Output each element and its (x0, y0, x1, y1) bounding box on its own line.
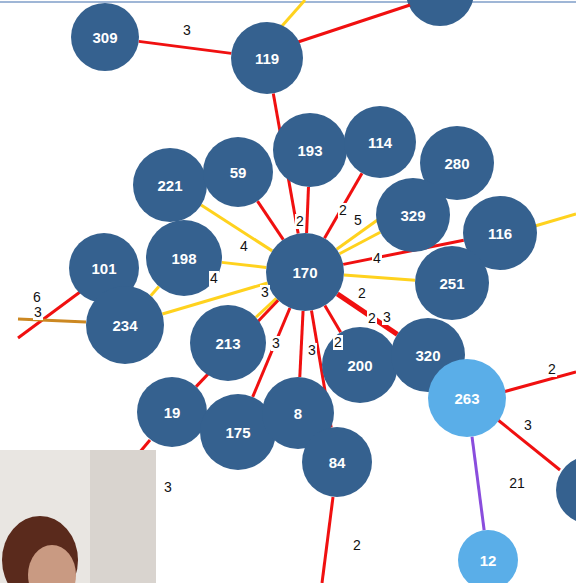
edge-weight: 3 (523, 418, 533, 433)
node-id: 19 (164, 404, 181, 421)
graph-edge (222, 262, 267, 267)
edge-weight: 2 (338, 203, 348, 218)
graph-edge (324, 173, 362, 238)
node-id: 119 (255, 50, 279, 67)
offscreen-edge (18, 319, 86, 322)
node-id: 198 (171, 250, 196, 267)
edge-weight: 2 (295, 214, 305, 229)
edge-weight: 3 (382, 310, 392, 325)
node-id: 320 (415, 347, 440, 364)
node-id: 221 (157, 177, 182, 194)
graph-edge (139, 41, 232, 53)
edge-weight: 3 (271, 336, 281, 351)
graph-node: 59 (203, 137, 273, 207)
graph-node: 234 (86, 286, 164, 364)
edge-weight: 21 (508, 476, 526, 491)
node-id: 280 (444, 155, 469, 172)
graph-node: 119 (231, 22, 303, 94)
node-id: 59 (230, 164, 247, 181)
node-id: 116 (488, 225, 512, 242)
node-id: 309 (92, 29, 117, 46)
node-id: 175 (225, 424, 250, 441)
graph-node: 263 (428, 359, 506, 437)
node-id: 263 (454, 390, 479, 407)
node-id: 114 (368, 134, 392, 151)
edge-weight: 6 (32, 290, 42, 305)
graph-node: 329 (376, 178, 450, 252)
graph-edge (257, 201, 283, 240)
node-id: 200 (347, 357, 372, 374)
edge-weight: 2 (352, 538, 362, 553)
edge-weight: 2 (367, 311, 377, 326)
graph-node: 309 (71, 3, 139, 71)
graph-edge (300, 311, 303, 377)
graph-edge (151, 287, 159, 296)
node-id: 8 (294, 405, 302, 422)
offscreen-edge (322, 497, 333, 583)
node-id: 193 (297, 142, 322, 159)
graph-node: 193 (273, 113, 347, 187)
graph-node: 19 (137, 377, 207, 447)
edge-weight: 2 (357, 286, 367, 301)
edge-weight: 2 (547, 362, 557, 377)
edge-weight: 4 (372, 251, 382, 266)
edge-weight: 2 (333, 335, 343, 350)
graph-node: 213 (190, 305, 266, 381)
graph-edge (344, 275, 415, 280)
graph-edge (472, 437, 484, 531)
edge-weight: 4 (239, 239, 249, 254)
graph-edge (307, 187, 309, 233)
offscreen-node (406, 0, 474, 26)
edge-weight: 3 (163, 480, 173, 495)
graph-node: 251 (415, 246, 489, 320)
edge-weight: 3 (33, 305, 43, 320)
graph-node: 221 (133, 148, 207, 222)
offscreen-node (556, 456, 576, 524)
offscreen-edge (18, 292, 80, 338)
edge-weight: 3 (182, 23, 192, 38)
offscreen-edge (282, 0, 305, 26)
node-id: 213 (215, 335, 240, 352)
graph-edge (325, 306, 341, 333)
offscreen-edge (298, 5, 410, 42)
edge-weight: 5 (353, 213, 363, 228)
speaker-photo (0, 450, 156, 583)
node-id: 251 (439, 275, 464, 292)
edge-weight: 3 (260, 285, 270, 300)
node-id: 234 (112, 317, 137, 334)
edge-weight: 3 (307, 343, 317, 358)
graph-node: 170 (266, 233, 344, 311)
node-id: 329 (400, 207, 425, 224)
graph-node: 84 (302, 427, 372, 497)
node-id: 170 (292, 264, 317, 281)
edge-weight: 4 (209, 271, 219, 286)
offscreen-edge (535, 214, 576, 226)
graph-node: 12 (458, 530, 518, 583)
frame-line (0, 1, 576, 3)
node-id: 12 (480, 552, 497, 569)
offscreen-edge (503, 372, 576, 392)
node-id: 101 (91, 260, 116, 277)
graph-node: 114 (344, 106, 416, 178)
node-id: 84 (329, 454, 346, 471)
